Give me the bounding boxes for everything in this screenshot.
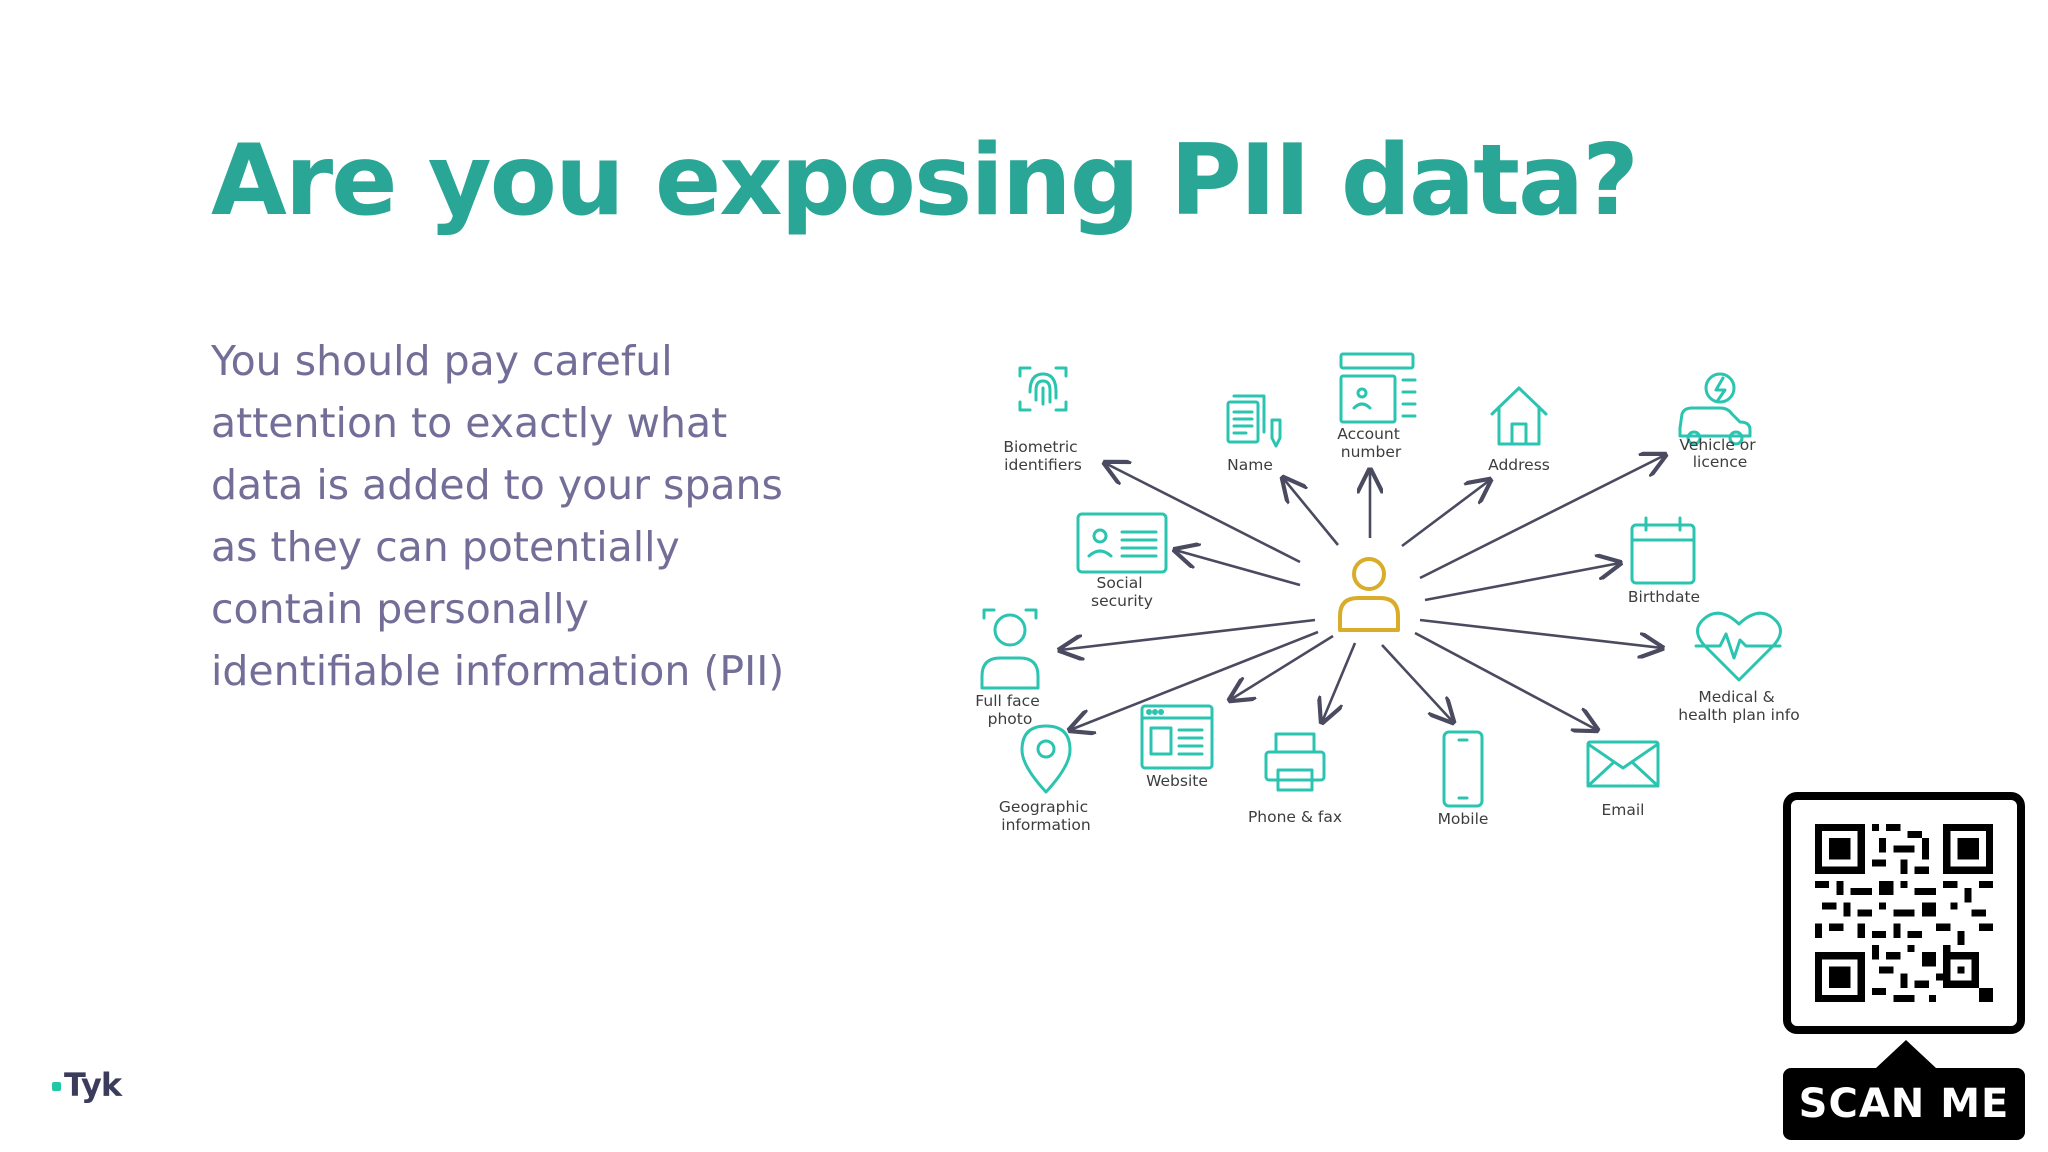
heart-pulse-icon xyxy=(1694,611,1782,682)
envelope-icon xyxy=(1586,740,1660,788)
label-phone: Phone & fax xyxy=(1248,808,1342,826)
person-center-icon xyxy=(1338,557,1400,632)
arrow-mobile xyxy=(1381,644,1453,722)
arrow-biometric xyxy=(1105,463,1301,564)
arrows xyxy=(1060,455,1665,730)
arrow-address xyxy=(1401,480,1490,548)
house-icon xyxy=(1490,386,1548,446)
mobile-phone-icon xyxy=(1442,730,1484,808)
slide-title: Are you exposing PII data? xyxy=(211,124,1639,238)
label-website: Website xyxy=(1146,772,1208,790)
label-geo: Geographic information xyxy=(999,798,1093,834)
label-biometric: Biometric identifiers xyxy=(1003,438,1082,474)
arrow-phone xyxy=(1322,642,1357,722)
id-card-icon xyxy=(1076,512,1168,574)
logo-text: Tyk xyxy=(64,1066,122,1104)
account-card-icon xyxy=(1339,352,1417,424)
car-icon xyxy=(1678,372,1752,446)
scan-arrow xyxy=(1876,1040,1936,1068)
arrow-social xyxy=(1175,550,1301,587)
arrow-name xyxy=(1283,478,1340,546)
qr-code[interactable] xyxy=(1783,792,2025,1034)
qr-code-icon xyxy=(1815,824,1993,1002)
label-name: Name xyxy=(1227,456,1273,474)
printer-icon xyxy=(1264,732,1326,792)
arrow-email xyxy=(1414,631,1597,730)
calendar-icon xyxy=(1630,516,1696,585)
label-face: Full face photo xyxy=(975,692,1044,728)
arrow-medical xyxy=(1419,618,1662,648)
labels: Biometric identifiers Name Account numbe… xyxy=(975,425,1799,834)
arrow-vehicle xyxy=(1419,455,1665,580)
tyk-logo: Tyk xyxy=(52,1066,122,1104)
scan-me-label: SCAN ME xyxy=(1783,1068,2025,1140)
label-address: Address xyxy=(1488,456,1550,474)
label-account: Account number xyxy=(1337,425,1405,461)
face-icon xyxy=(980,608,1040,690)
label-mobile: Mobile xyxy=(1438,810,1489,828)
label-birthdate: Birthdate xyxy=(1628,588,1700,606)
arrow-face xyxy=(1060,618,1316,650)
label-medical: Medical & health plan info xyxy=(1678,688,1799,724)
location-pin-icon xyxy=(1020,724,1072,794)
document-pen-icon xyxy=(1226,394,1282,448)
browser-window-icon xyxy=(1140,704,1214,770)
label-email: Email xyxy=(1601,801,1644,819)
pii-diagram: Biometric identifiers Name Account numbe… xyxy=(975,352,1800,834)
label-social: Social security xyxy=(1091,574,1153,610)
slide-body-text: You should pay careful attention to exac… xyxy=(211,337,785,695)
logo-mark-icon xyxy=(52,1081,61,1091)
arrow-birthdate xyxy=(1424,563,1620,602)
arrow-geo xyxy=(1070,630,1319,730)
fingerprint-icon xyxy=(1018,366,1068,412)
arrow-website xyxy=(1230,634,1334,700)
label-vehicle: Vehicle or licence xyxy=(1679,436,1760,471)
